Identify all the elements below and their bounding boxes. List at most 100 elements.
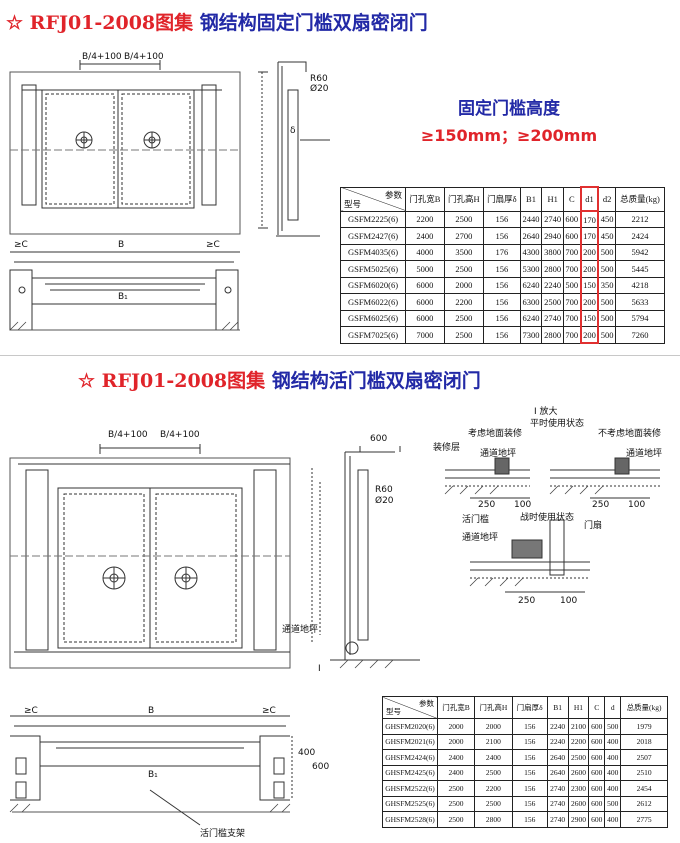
bottom-col-header: C bbox=[588, 696, 606, 719]
model-cell: GHSFM2522(6) bbox=[382, 780, 438, 797]
value-cell: 156 bbox=[482, 309, 521, 327]
value-cell: 2500 bbox=[474, 764, 513, 781]
label-door-leaf: 门扇 bbox=[584, 521, 603, 531]
top-plan-view bbox=[9, 251, 240, 331]
bottom-dim-b4-right: B/4+100 bbox=[160, 430, 200, 440]
value-cell: 7260 bbox=[615, 326, 665, 344]
top-title-name: 钢结构固定门槛双扇密闭门 bbox=[199, 12, 428, 34]
top-dim-b4-left: B/4+100 bbox=[82, 52, 122, 62]
value-cell: 600 bbox=[588, 780, 606, 797]
top-col-header: 门扇厚δ bbox=[482, 186, 521, 212]
value-cell: 3500 bbox=[443, 243, 484, 261]
label-sill-support: 活门槛支架 bbox=[200, 829, 246, 839]
mark-i: I bbox=[318, 664, 321, 674]
bottom-dim-400: 400 bbox=[298, 748, 316, 758]
value-cell: 2000 bbox=[474, 718, 513, 735]
top-col-header: 总质量(kg) bbox=[615, 186, 665, 212]
value-cell: 5942 bbox=[615, 243, 665, 261]
value-cell: 2640 bbox=[546, 764, 569, 781]
top-dim-c-left: ≥C bbox=[14, 240, 28, 250]
top-table-header-row: 参数 型号 门孔宽B 门孔高H 门扇厚δ B1 H1 C d1 d2 总质量(k… bbox=[340, 186, 665, 212]
top-col-header: C bbox=[562, 186, 582, 212]
value-cell: 6300 bbox=[519, 293, 543, 311]
detail-title: I 放大 bbox=[534, 407, 558, 417]
dim-100-c: 100 bbox=[560, 596, 578, 606]
value-cell: 500 bbox=[604, 718, 622, 735]
bottom-col-header: B1 bbox=[546, 696, 569, 719]
bottom-plan-view bbox=[10, 715, 293, 826]
value-cell: 2612 bbox=[620, 795, 668, 812]
value-cell: 700 bbox=[562, 243, 582, 261]
value-cell: 156 bbox=[482, 276, 521, 294]
bottom-col-header: 总质量(kg) bbox=[620, 696, 668, 719]
top-delta: δ bbox=[290, 126, 296, 136]
value-cell: 2740 bbox=[546, 795, 569, 812]
value-cell: 4218 bbox=[615, 276, 665, 294]
value-cell: 5000 bbox=[405, 260, 445, 278]
value-cell: 2800 bbox=[541, 326, 564, 344]
top-col-header: d2 bbox=[597, 186, 617, 212]
top-col-header: 门孔高H bbox=[443, 186, 484, 212]
value-cell: 156 bbox=[482, 210, 521, 228]
value-cell: 450 bbox=[597, 227, 617, 245]
top-dim-b1: B₁ bbox=[118, 292, 128, 302]
bottom-header-params: 参数 bbox=[419, 699, 434, 708]
bottom-col-header: 门孔宽B bbox=[436, 696, 476, 719]
value-cell: 600 bbox=[588, 718, 606, 735]
bottom-col-header: H1 bbox=[567, 696, 590, 719]
bottom-spec-table: 参数 型号 门孔宽B 门孔高H 门扇厚δ B1 H1 C d 总质量(kg) G… bbox=[382, 696, 668, 828]
value-cell: 2500 bbox=[443, 260, 484, 278]
value-cell: 2510 bbox=[620, 764, 668, 781]
model-cell: GSFM7025(6) bbox=[340, 326, 406, 344]
value-cell: 700 bbox=[562, 293, 582, 311]
bottom-dim-b4-left: B/4+100 bbox=[108, 430, 148, 440]
value-cell: 2507 bbox=[620, 749, 668, 766]
value-cell: 400 bbox=[604, 764, 622, 781]
value-cell: 6240 bbox=[519, 276, 543, 294]
value-cell: 2740 bbox=[541, 309, 564, 327]
model-cell: GHSFM2528(6) bbox=[382, 811, 438, 828]
value-cell: 2500 bbox=[541, 293, 564, 311]
value-cell: 2300 bbox=[567, 780, 590, 797]
value-cell: 2212 bbox=[615, 210, 665, 228]
bottom-table-header-row: 参数 型号 门孔宽B 门孔高H 门扇厚δ B1 H1 C d 总质量(kg) bbox=[382, 696, 668, 719]
value-cell: 5300 bbox=[519, 260, 543, 278]
top-header-params: 参数 bbox=[384, 189, 402, 200]
value-cell: 4300 bbox=[519, 243, 543, 261]
top-r60: R60 bbox=[310, 74, 328, 84]
value-cell: 2500 bbox=[443, 309, 484, 327]
value-cell: 2740 bbox=[546, 780, 569, 797]
value-cell: 2454 bbox=[620, 780, 668, 797]
value-cell: 2000 bbox=[436, 718, 476, 735]
bottom-col-header: 门孔高H bbox=[474, 696, 513, 719]
value-cell: 5445 bbox=[615, 260, 665, 278]
bottom-title: ☆ RFJ01-2008图集 钢结构活门槛双扇密闭门 bbox=[78, 366, 481, 393]
bottom-dim-600: 600 bbox=[312, 762, 330, 772]
top-spec-table: 参数 型号 门孔宽B 门孔高H 门扇厚δ B1 H1 C d1 d2 总质量(k… bbox=[340, 186, 665, 344]
label-passage-slope-3: 通道地坪 bbox=[462, 533, 499, 543]
top-col-header: 门孔宽B bbox=[405, 186, 445, 212]
value-cell: 2640 bbox=[519, 227, 543, 245]
label-movable-sill: 活门槛 bbox=[462, 515, 490, 525]
bottom-title-code: RFJ01-2008图集 bbox=[101, 370, 266, 392]
label-passage-slope: 通道地坪 bbox=[480, 449, 517, 459]
label-war-state: 战时使用状态 bbox=[520, 513, 575, 523]
value-cell: 5633 bbox=[615, 293, 665, 311]
label-decor-layer: 装修层 bbox=[433, 443, 461, 453]
dim-250-a: 250 bbox=[478, 500, 496, 510]
value-cell: 2500 bbox=[436, 780, 476, 797]
value-cell: 2400 bbox=[436, 764, 476, 781]
sill-height-title: 固定门槛高度 bbox=[458, 99, 560, 119]
detail-sub: 平时使用状态 bbox=[530, 419, 585, 429]
value-cell: 2775 bbox=[620, 811, 668, 828]
value-cell: 400 bbox=[604, 733, 622, 750]
